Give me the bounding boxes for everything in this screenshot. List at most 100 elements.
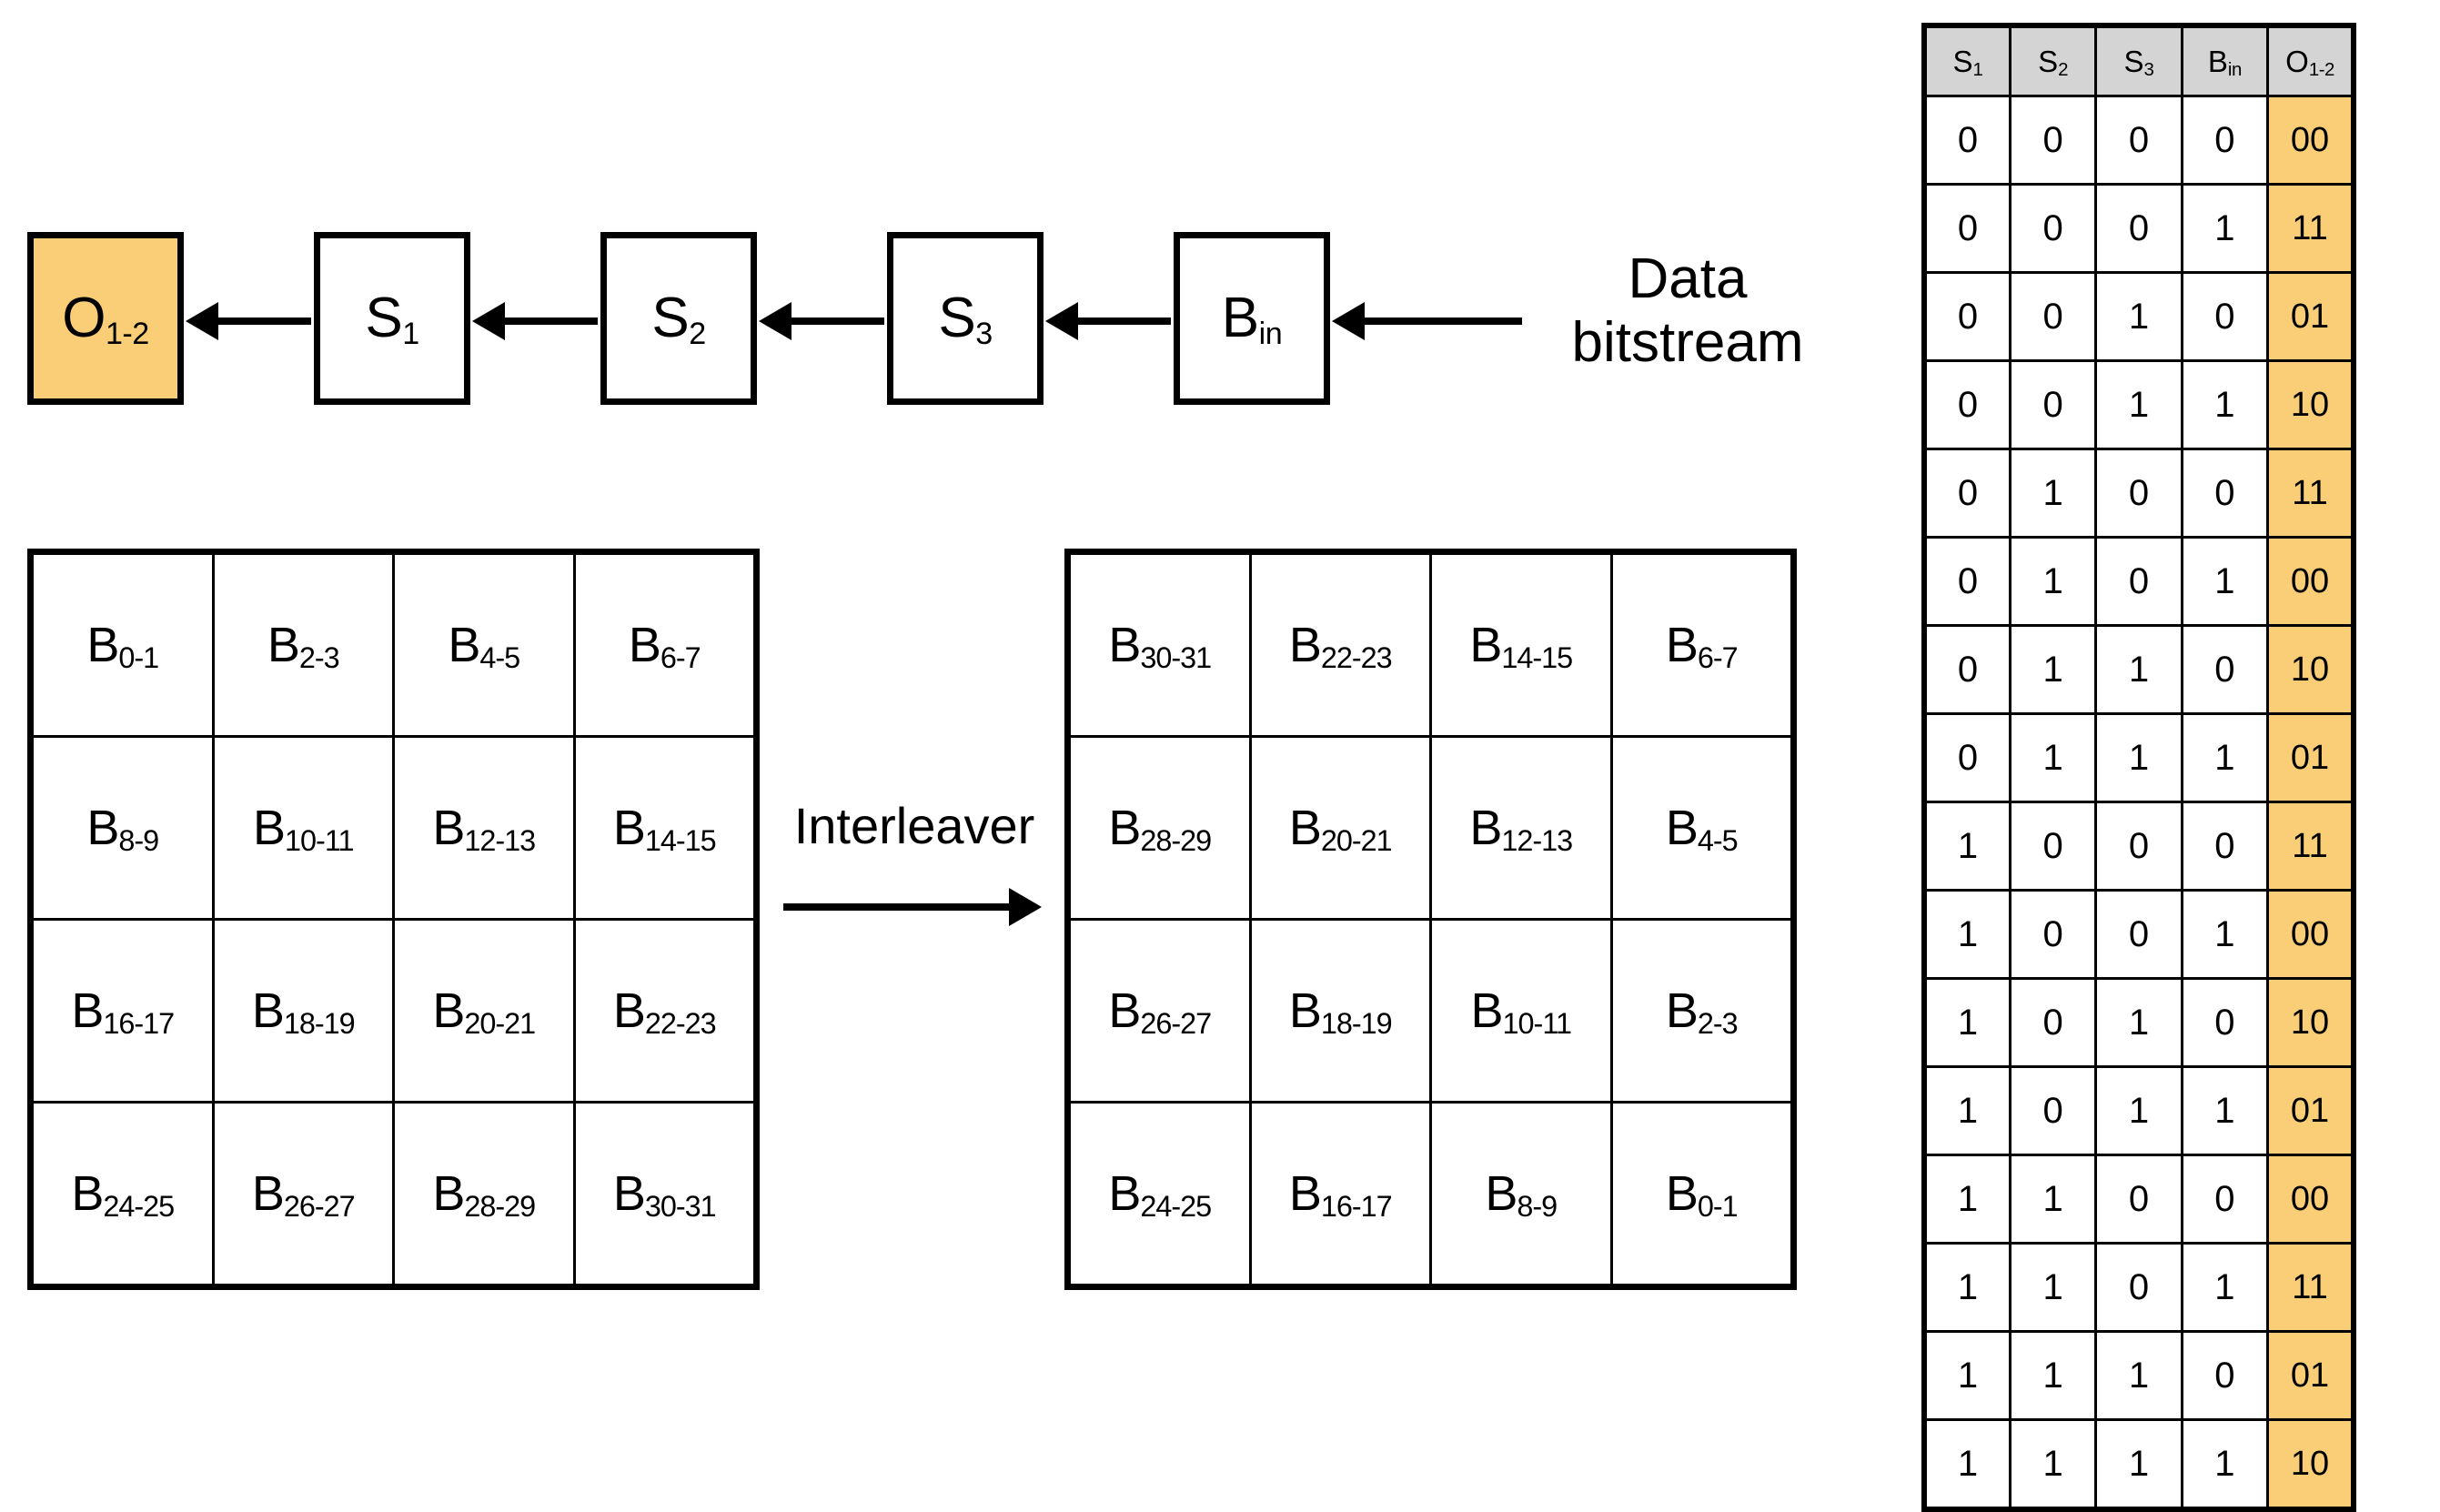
truth-table-header-s3: S3 [2094,24,2183,97]
truth-table-cell-s3: 1 [2094,624,2183,715]
grid-cell: B0-1 [1612,1104,1790,1284]
grid-cell: B14-15 [1432,555,1610,735]
register-box-label: Bin [1221,287,1283,351]
truth-table-cell-s3: 0 [2094,1242,2183,1333]
truth-table-cell-s2: 1 [2008,1242,2098,1333]
grid-cell: B16-17 [34,921,212,1101]
truth-table-cell-s2: 0 [2008,183,2098,274]
truth-table-cell-s3: 0 [2094,95,2183,186]
truth-table-cell-out: 00 [2266,536,2355,627]
grid-cell-label: B28-29 [1108,801,1212,858]
truth-table-cell-s1: 1 [1922,1242,2011,1333]
truth-table-cell-s1: 1 [1922,1418,2011,1511]
grid-cell-label: B20-21 [1288,801,1393,858]
truth-table-cell-bin: 1 [2180,536,2270,627]
truth-table-cell-s2: 1 [2008,1418,2098,1511]
arrow-s2-to-s1-icon [472,302,598,340]
grid-cell-label: B18-19 [1288,983,1393,1041]
grid-cell: B18-19 [214,921,392,1101]
grid-cell-label: B20-21 [432,983,536,1041]
grid-cell-label: B0-1 [86,618,159,675]
truth-table-cell-out: 11 [2266,1242,2355,1333]
truth-table-cell-bin: 0 [2180,801,2270,892]
truth-table-cell-s2: 0 [2008,271,2098,362]
truth-table-cell-bin: 1 [2180,183,2270,274]
grid-cell-label: B14-15 [612,801,717,858]
grid-cell-label: B16-17 [1288,1166,1393,1224]
truth-table-header-o1-2: O1-2 [2266,24,2355,97]
truth-table-cell-s3: 1 [2094,1330,2183,1421]
grid-cell-label: B26-27 [1108,983,1212,1041]
truth-table-cell-s3: 1 [2094,712,2183,803]
grid-cell: B28-29 [395,1104,573,1284]
grid-cell-label: B14-15 [1469,618,1573,675]
truth-table-cell-s1: 0 [1922,95,2011,186]
grid-cell: B10-11 [214,738,392,918]
truth-table-cell-bin: 1 [2180,1418,2270,1511]
grid-cell: B20-21 [1251,738,1429,918]
grid-cell-label: B4-5 [448,618,520,675]
grid-cell-label: B24-25 [71,1166,175,1224]
truth-table-cell-out: 01 [2266,271,2355,362]
truth-table-cell-s1: 0 [1922,359,2011,450]
register-box-input: Bin [1174,232,1330,405]
truth-table-cell-s1: 1 [1922,977,2011,1068]
truth-table-cell-out: 11 [2266,801,2355,892]
truth-table-cell-bin: 1 [2180,889,2270,980]
arrow-s1-to-out-icon [186,302,311,340]
truth-table-cell-s1: 0 [1922,712,2011,803]
grid-cell: B22-23 [1251,555,1429,735]
grid-cell-label: B24-25 [1108,1166,1212,1224]
truth-table-cell-s1: 1 [1922,1065,2011,1156]
truth-table-cell-s1: 0 [1922,271,2011,362]
truth-table-cell-s3: 1 [2094,271,2183,362]
truth-table-cell-s1: 1 [1922,801,2011,892]
data-bitstream-line-2: bitstream [1571,311,1804,375]
truth-table-cell-s3: 1 [2094,359,2183,450]
grid-cell-label: B26-27 [251,1166,356,1224]
truth-table-cell-s2: 0 [2008,95,2098,186]
truth-table-cell-bin: 1 [2180,1242,2270,1333]
truth-table-cell-s2: 1 [2008,1330,2098,1421]
truth-table-cell-s3: 0 [2094,536,2183,627]
register-box-label: S3 [938,287,993,351]
grid-cell: B16-17 [1251,1104,1429,1284]
truth-table-cell-s1: 0 [1922,448,2011,539]
grid-cell: B8-9 [34,738,212,918]
arrow-bitstream-to-bin-icon [1332,302,1522,340]
truth-table-cell-out: 01 [2266,1330,2355,1421]
grid-cell-label: B22-23 [1288,618,1393,675]
truth-table-cell-bin: 1 [2180,712,2270,803]
truth-table-cell-out: 10 [2266,1418,2355,1511]
truth-table-cell-s1: 0 [1922,624,2011,715]
register-box-label: S2 [651,287,706,351]
grid-cell-label: B18-19 [251,983,356,1041]
grid-cell: B30-31 [1071,555,1249,735]
grid-cell-label: B4-5 [1665,801,1739,858]
truth-table-header-s1: S1 [1922,24,2011,97]
truth-table-cell-s3: 1 [2094,1418,2183,1511]
grid-cell: B4-5 [1612,738,1790,918]
grid-cell-label: B22-23 [612,983,717,1041]
register-box-stage-1: S1 [314,232,470,405]
grid-cell: B8-9 [1432,1104,1610,1284]
interleaver-label: Interleaver [793,797,1035,854]
grid-cell-label: B0-1 [1665,1166,1739,1224]
truth-table-cell-out: 01 [2266,1065,2355,1156]
truth-table-cell-s1: 1 [1922,1154,2011,1245]
truth-table-cell-bin: 0 [2180,448,2270,539]
